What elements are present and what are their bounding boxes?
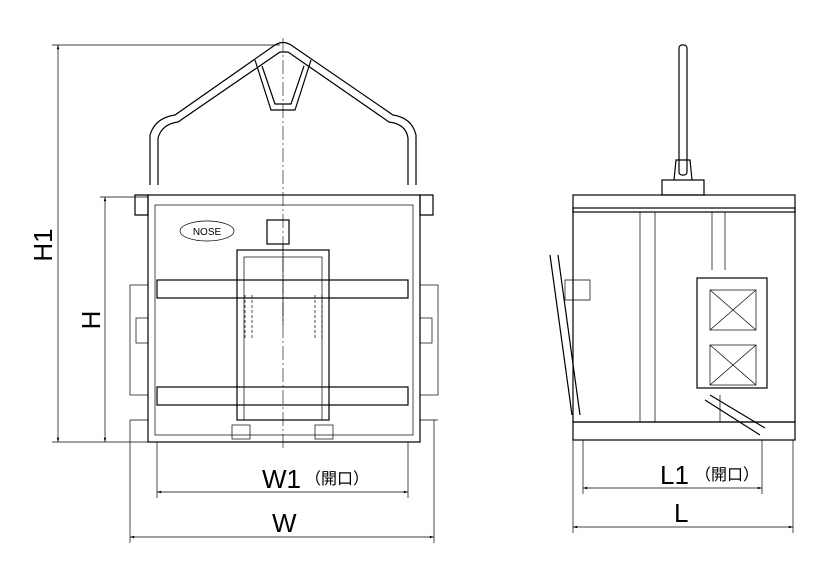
dim-l1-label: L1 xyxy=(660,460,689,490)
dim-h-label: H xyxy=(76,311,106,330)
dimension-w1: W1 （開口） xyxy=(156,442,409,498)
side-view: L1 （開口） L xyxy=(549,44,796,533)
dimension-h1: H1 xyxy=(28,44,280,443)
front-view: NOSE H1 H W1 （開口） W xyxy=(28,38,439,543)
dimension-l1: L1 （開口） xyxy=(582,440,763,494)
nose-label-badge xyxy=(179,220,235,242)
dim-l-label: L xyxy=(674,498,688,528)
container-body: NOSE xyxy=(129,194,439,443)
side-panel xyxy=(696,277,768,389)
nose-label: NOSE xyxy=(193,227,222,238)
lifting-pole xyxy=(661,44,705,196)
dim-w1-note: （開口） xyxy=(305,470,369,488)
dim-w1-label: W1 xyxy=(262,464,301,494)
dimension-l: L xyxy=(572,440,794,533)
dim-w-label: W xyxy=(272,508,297,538)
base-plate xyxy=(572,421,796,441)
dimension-h: H xyxy=(76,196,148,442)
dimension-w: W xyxy=(129,420,435,543)
lifting-handle xyxy=(149,41,417,185)
dim-h1-label: H1 xyxy=(28,228,58,261)
dim-l1-note: （開口） xyxy=(695,466,759,484)
